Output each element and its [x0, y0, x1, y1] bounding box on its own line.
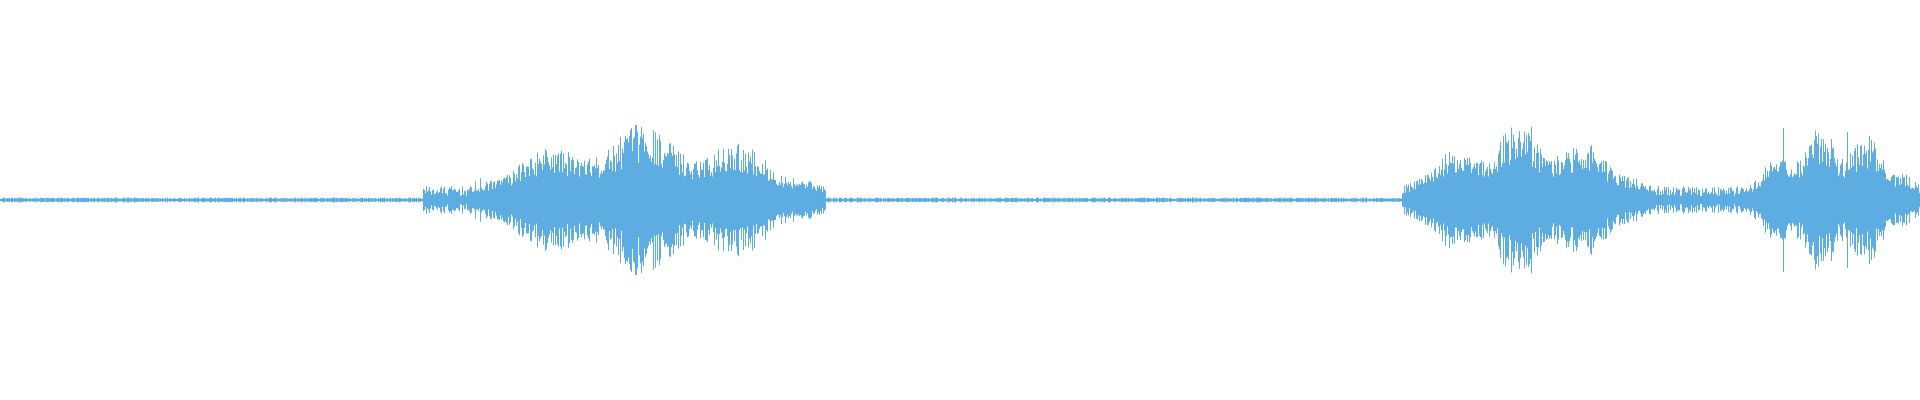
waveform-bars	[0, 124, 1920, 276]
